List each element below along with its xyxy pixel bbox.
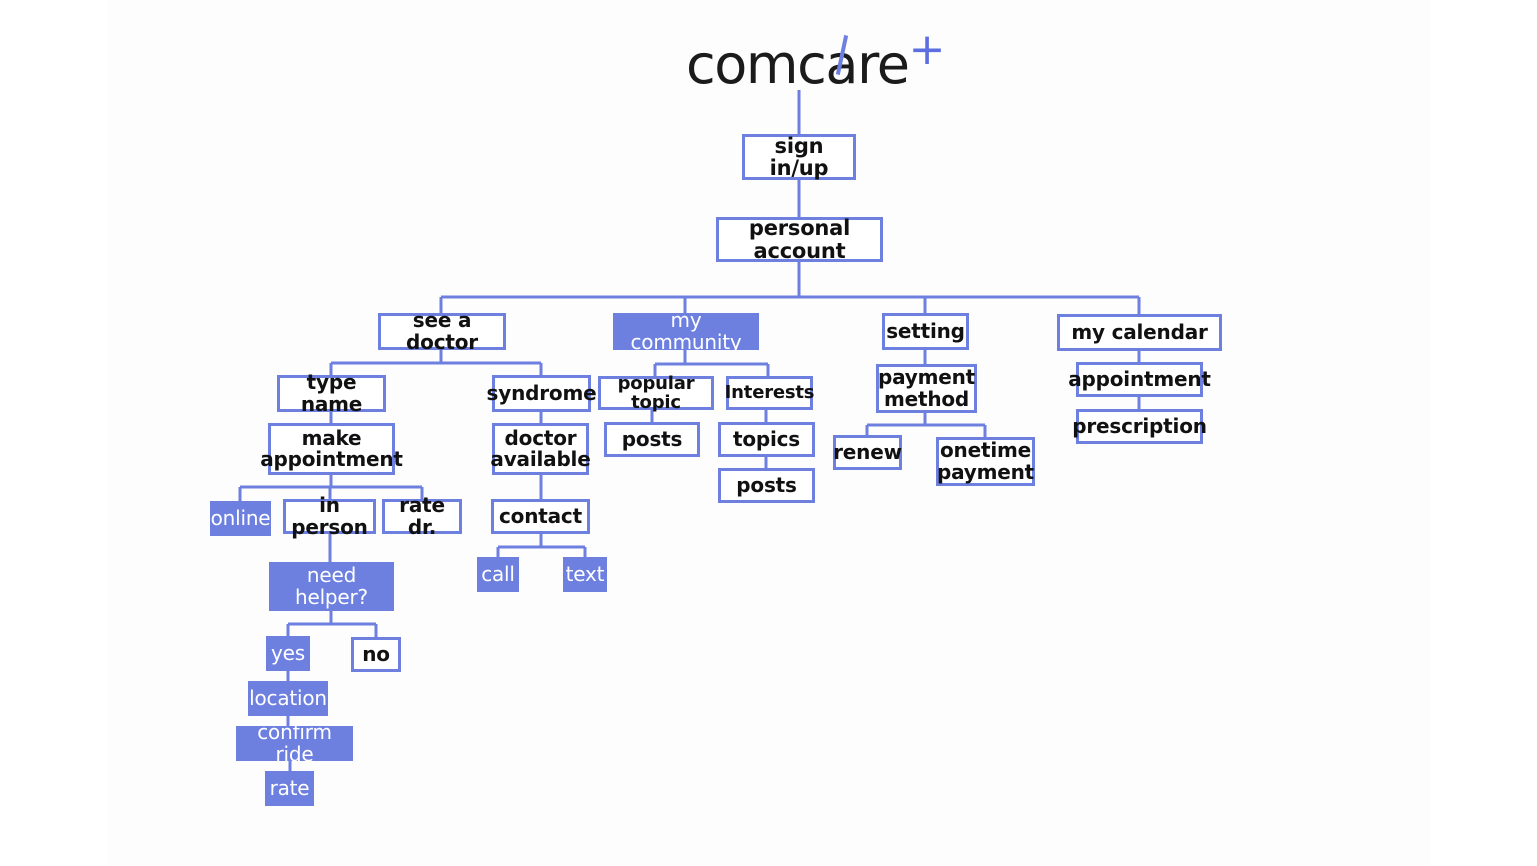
node-topics[interactable]: topics	[718, 422, 815, 457]
node-label: rate	[269, 775, 310, 800]
node-in-person[interactable]: in person	[283, 495, 376, 537]
node-label: posts	[736, 472, 797, 497]
node-payment-method[interactable]: payment method	[876, 364, 977, 413]
node-label: location	[249, 685, 327, 710]
node-yes[interactable]: yes	[266, 636, 310, 671]
node-appointment-cal[interactable]: appointment	[1068, 362, 1211, 397]
node-text[interactable]: text	[563, 557, 607, 592]
node-doctor-available[interactable]: doctor available	[490, 423, 591, 475]
node-label: online	[210, 505, 271, 530]
node-no[interactable]: no	[351, 637, 401, 672]
node-label: my community	[630, 308, 742, 354]
node-label: topics	[732, 426, 801, 451]
node-label: renew	[833, 439, 902, 464]
node-sign-in-up[interactable]: sign in/up	[742, 134, 856, 180]
node-label: prescription	[1072, 413, 1207, 438]
node-popular-topic[interactable]: popular topic	[598, 372, 714, 413]
node-label: sign in/up	[769, 133, 829, 180]
node-need-helper[interactable]: need helper?	[269, 562, 394, 611]
node-call[interactable]: call	[477, 557, 519, 592]
node-label: payment method	[877, 365, 976, 411]
node-label: my calendar	[1071, 319, 1208, 344]
node-label: syndrome	[486, 380, 597, 405]
node-my-calendar[interactable]: my calendar	[1057, 314, 1222, 351]
node-label: posts	[621, 426, 683, 451]
node-label: call	[481, 561, 515, 586]
node-label: text	[565, 561, 605, 586]
node-posts-topics[interactable]: posts	[718, 468, 815, 503]
node-label: no	[362, 641, 390, 666]
node-type-name[interactable]: type name	[277, 370, 386, 416]
node-onetime-payment[interactable]: onetime payment	[936, 437, 1035, 486]
node-label: make appointment	[260, 425, 403, 471]
node-label: in person	[291, 493, 368, 539]
node-setting[interactable]: setting	[882, 313, 969, 350]
node-location[interactable]: location	[248, 681, 328, 716]
node-label: need helper?	[295, 563, 368, 609]
node-rate[interactable]: rate	[265, 771, 314, 806]
node-posts-popular[interactable]: posts	[604, 422, 700, 457]
node-label: confirm ride	[257, 720, 332, 766]
node-label: setting	[886, 318, 965, 343]
node-label: rate dr.	[399, 493, 445, 539]
node-label: doctor available	[490, 425, 591, 471]
node-make-appointment[interactable]: make appointment	[260, 423, 403, 475]
node-label: Interests	[724, 382, 815, 404]
node-confirm-ride[interactable]: confirm ride	[236, 722, 353, 764]
node-rate-dr[interactable]: rate dr.	[382, 495, 462, 537]
node-label: see a doctor	[406, 308, 478, 354]
node-syndrome[interactable]: syndrome	[487, 375, 597, 412]
brand-name: comcare	[686, 33, 910, 96]
node-label: personal account	[748, 216, 851, 263]
node-label: yes	[271, 640, 305, 665]
node-see-a-doctor[interactable]: see a doctor	[378, 308, 506, 354]
node-personal-account[interactable]: personal account	[716, 217, 883, 262]
node-contact[interactable]: contact	[491, 499, 590, 534]
brand-plus-icon: +	[908, 24, 946, 75]
node-label: onetime payment	[936, 438, 1035, 484]
node-renew[interactable]: renew	[833, 435, 902, 470]
page-title: comcare+	[686, 28, 986, 97]
node-prescription[interactable]: prescription	[1072, 409, 1207, 444]
node-online[interactable]: online	[210, 501, 271, 536]
node-interests[interactable]: Interests	[724, 376, 815, 410]
node-label: appointment	[1068, 366, 1211, 391]
node-label: popular topic	[617, 372, 695, 413]
node-label: type name	[300, 370, 363, 416]
node-label: contact	[499, 503, 582, 528]
node-my-community[interactable]: my community	[613, 308, 759, 354]
